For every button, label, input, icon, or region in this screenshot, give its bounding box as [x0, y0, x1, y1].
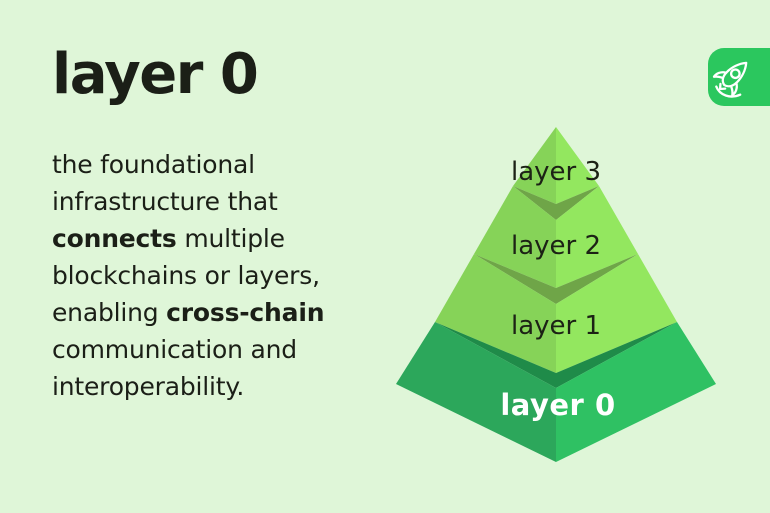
definition-line: the foundational: [52, 150, 255, 179]
rocket-icon: [712, 61, 748, 98]
tier0-left-face: [396, 322, 556, 462]
tier1-right-face: [556, 254, 677, 373]
brand-badge: [708, 48, 770, 106]
tier0-top-rim: [435, 322, 677, 388]
tier3-left-face: [513, 127, 556, 204]
tier3-right-face: [556, 127, 599, 204]
definition-line: communication and: [52, 335, 297, 364]
definition-line: blockchains or layers,: [52, 261, 320, 290]
tier0-right-face: [556, 322, 716, 462]
tier2-top-rim: [513, 186, 599, 220]
tier1-left-face: [435, 254, 556, 373]
definition-line: infrastructure that: [52, 187, 278, 216]
definition-line: enabling cross-chain: [52, 298, 325, 327]
pyramid-label-layer-3: layer 3: [510, 157, 602, 187]
definition-line: connects multiple: [52, 224, 285, 253]
definition-text: the foundational infrastructure that conne…: [52, 146, 324, 405]
tier1-top-rim: [474, 254, 638, 304]
pyramid-label-layer-1: layer 1: [510, 311, 602, 341]
pyramid-label-layer-2: layer 2: [510, 231, 602, 261]
page-title: layer 0: [52, 42, 259, 107]
pyramid-label-layer-0: layer 0: [500, 388, 616, 422]
definition-line: interoperability.: [52, 372, 245, 401]
